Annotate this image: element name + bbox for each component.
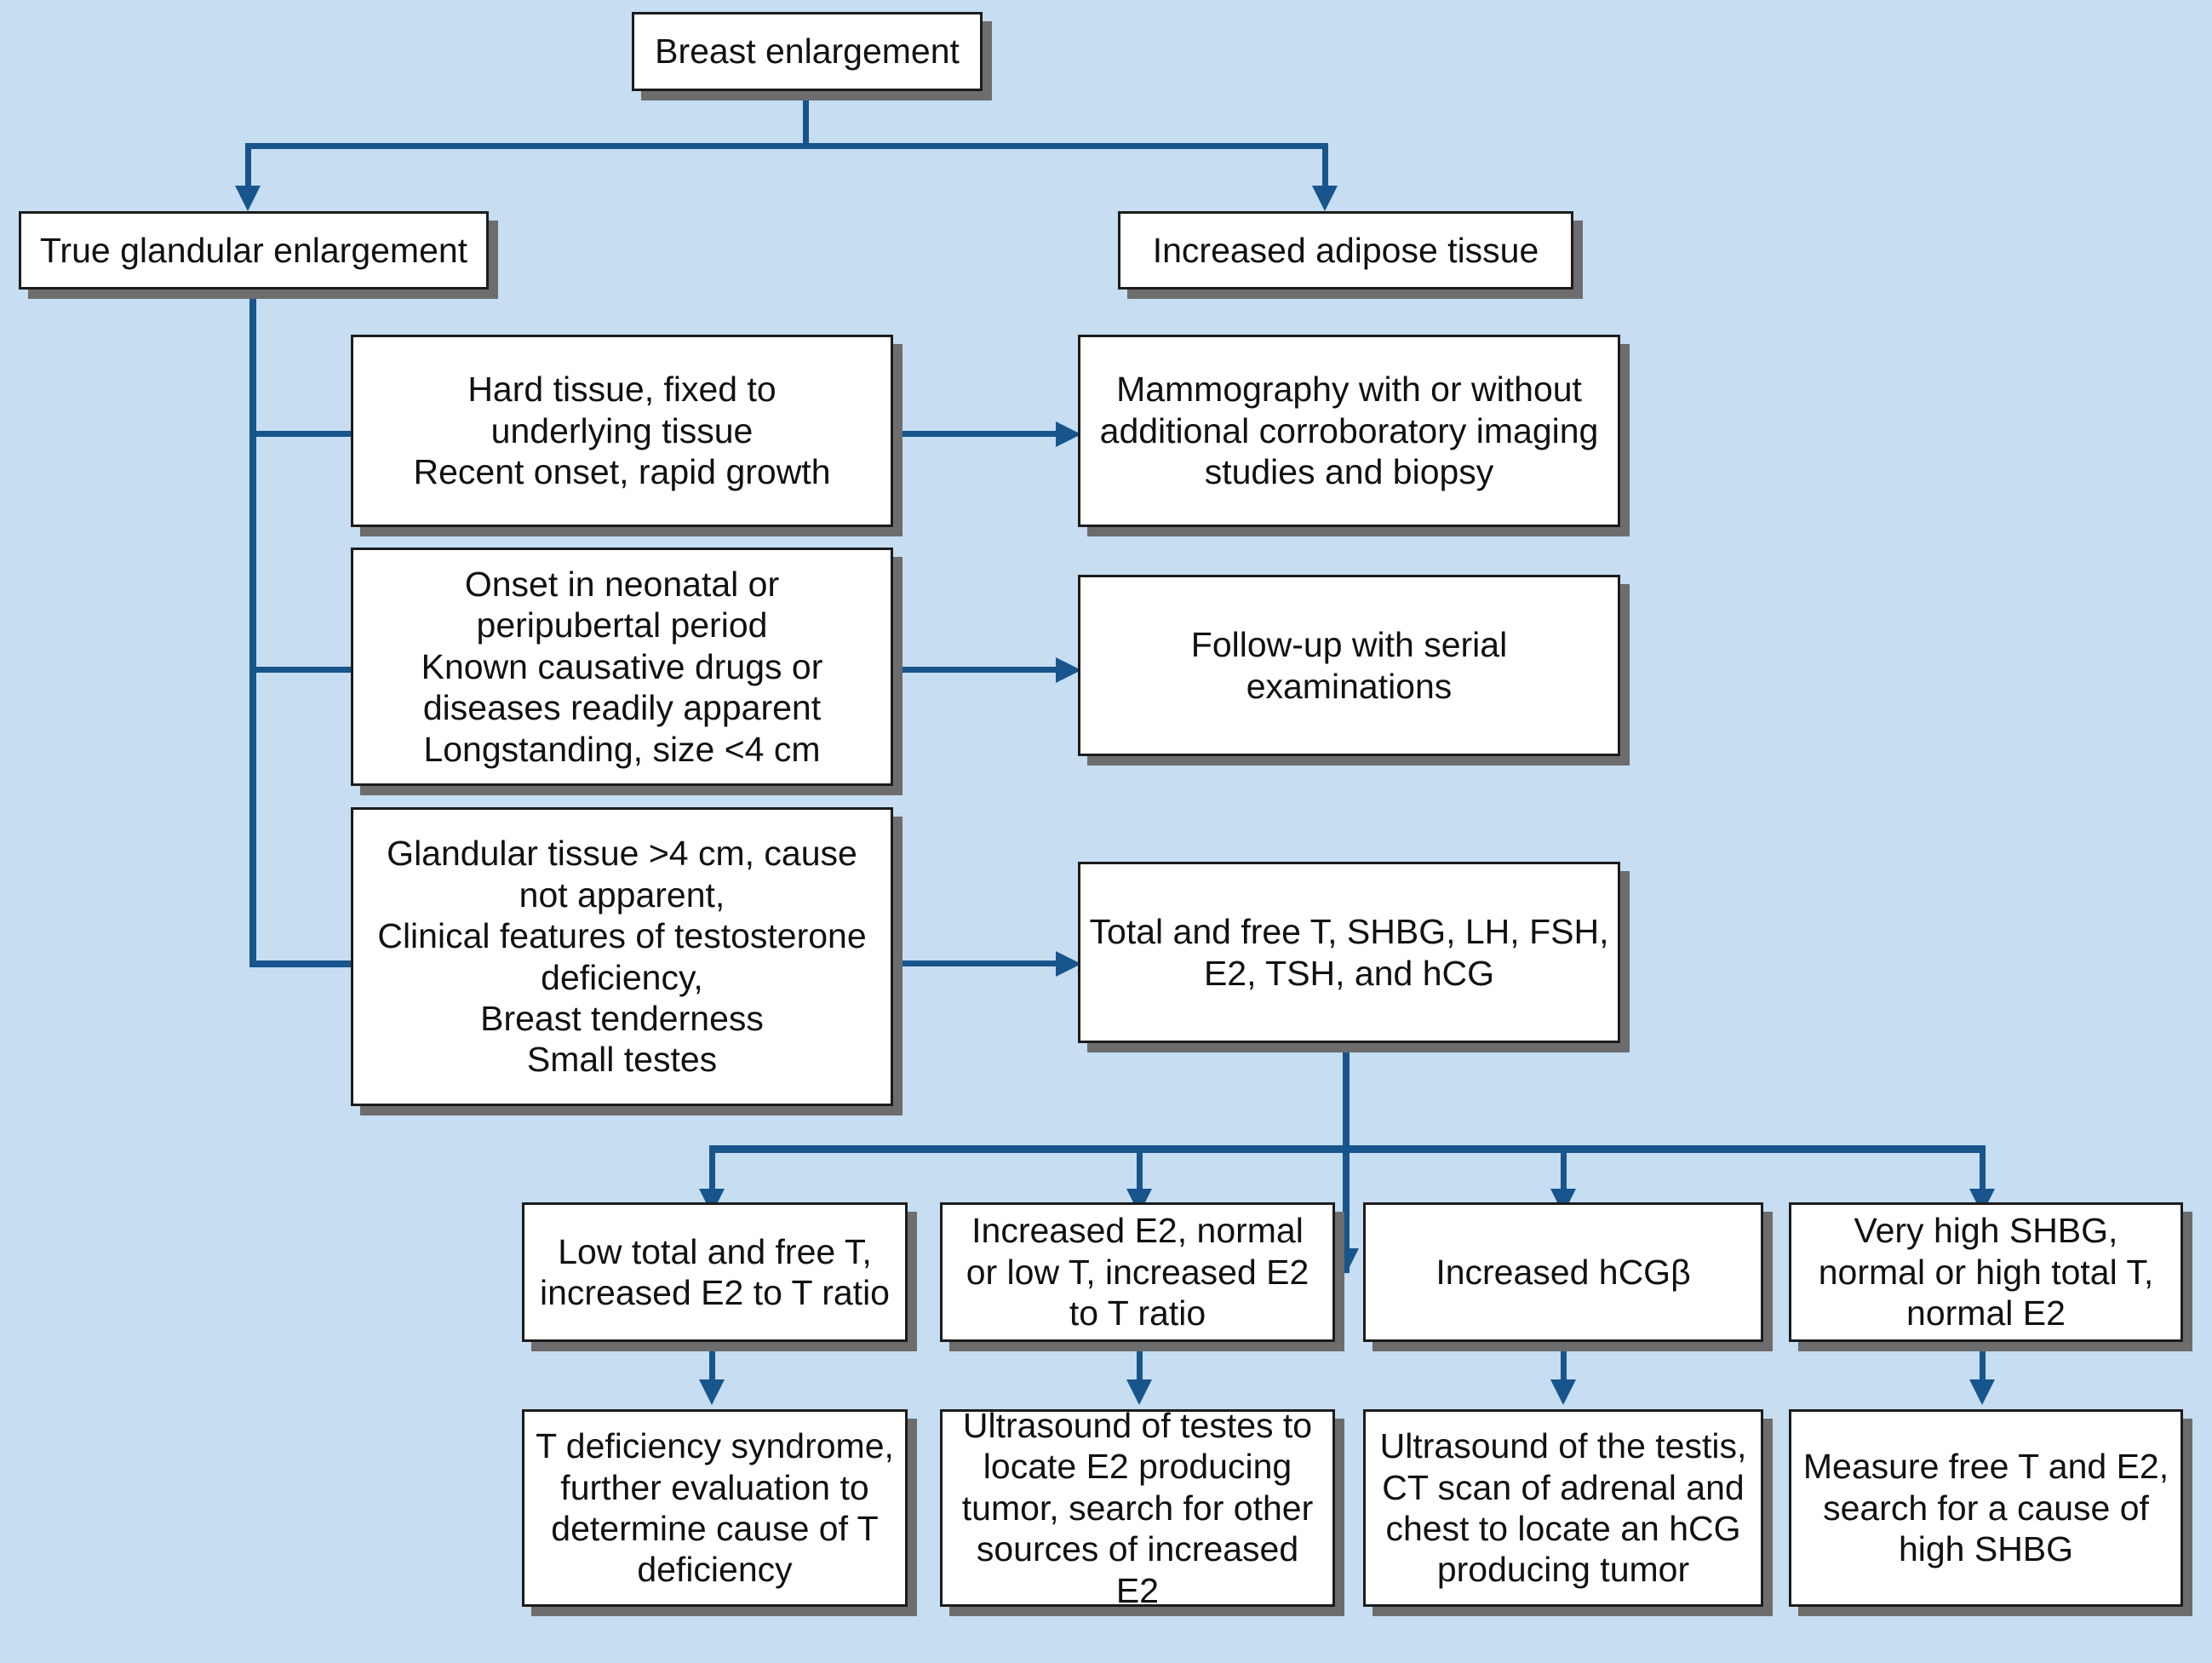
arrowhead-outcome-2 <box>1126 1379 1152 1405</box>
connector-drop-result-1 <box>709 1145 715 1200</box>
connector-hardtissue-to-mammography <box>892 431 1073 437</box>
node-result-increased-hcgb-label: Increased hCGβ <box>1436 1252 1691 1292</box>
node-action-mammography-label: Mammography with or without additional c… <box>1099 370 1599 492</box>
node-outcome-t-deficiency-label: T deficiency syndrome, further evaluatio… <box>536 1426 894 1590</box>
node-outcome-ultrasound-testes-label: Ultrasound of testes to locate E2 produc… <box>961 1406 1314 1610</box>
arrowhead-outcome-1 <box>699 1379 725 1405</box>
node-increased-adipose-label: Increased adipose tissue <box>1152 230 1539 270</box>
node-result-increased-e2[interactable]: Increased E2, normal or low T, increased… <box>940 1202 1335 1342</box>
node-criteria-hard-tissue-label: Hard tissue, fixed to underlying tissue … <box>413 370 831 492</box>
node-result-very-high-shbg-label: Very high SHBG, normal or high total T, … <box>1818 1211 2154 1333</box>
connector-level1-bar <box>245 143 1328 149</box>
connector-onset-to-followup <box>892 667 1073 673</box>
connector-branch-glandular4cm <box>249 961 354 967</box>
node-action-labs[interactable]: Total and free T, SHBG, LH, FSH, E2, TSH… <box>1078 862 1620 1043</box>
node-increased-adipose-tissue[interactable]: Increased adipose tissue <box>1118 211 1573 290</box>
connector-root-stem <box>803 91 809 147</box>
node-outcome-measure-free-t[interactable]: Measure free T and E2, search for a caus… <box>1789 1409 2183 1607</box>
connector-glandular4cm-to-labs <box>892 961 1073 966</box>
connector-to-increased-adipose <box>1322 143 1328 201</box>
connector-to-true-glandular <box>245 143 251 201</box>
node-action-followup-label: Follow-up with serial examinations <box>1190 625 1508 706</box>
arrowhead-to-increased-adipose <box>1312 186 1338 211</box>
node-criteria-glandular-4cm[interactable]: Glandular tissue >4 cm, cause not appare… <box>351 807 893 1106</box>
node-action-followup[interactable]: Follow-up with serial examinations <box>1078 575 1620 756</box>
node-result-increased-e2-label: Increased E2, normal or low T, increased… <box>966 1211 1309 1333</box>
node-outcome-ultrasound-testis-ct[interactable]: Ultrasound of the testis, CT scan of adr… <box>1363 1409 1763 1607</box>
connector-drop-result-3 <box>1561 1145 1567 1200</box>
node-action-mammography[interactable]: Mammography with or without additional c… <box>1078 335 1620 527</box>
node-true-glandular-enlargement[interactable]: True glandular enlargement <box>19 211 489 290</box>
connector-drop-result-2 <box>1137 1145 1143 1200</box>
arrowhead-to-followup <box>1056 657 1081 683</box>
node-outcome-ultrasound-testis-ct-label: Ultrasound of the testis, CT scan of adr… <box>1379 1426 1747 1590</box>
node-outcome-ultrasound-testes[interactable]: Ultrasound of testes to locate E2 produc… <box>940 1406 1335 1610</box>
node-criteria-glandular-4cm-label: Glandular tissue >4 cm, cause not appare… <box>377 834 867 1080</box>
connector-drop-result-4 <box>1980 1145 1986 1200</box>
node-result-increased-hcgb[interactable]: Increased hCGβ <box>1363 1202 1763 1342</box>
node-action-labs-label: Total and free T, SHBG, LH, FSH, E2, TSH… <box>1089 912 1609 993</box>
connector-glandular-trunk <box>249 290 256 966</box>
node-root-label: Breast enlargement <box>655 32 960 72</box>
connector-result2-to-outcome2 <box>1137 1342 1143 1393</box>
connector-result4-to-outcome4 <box>1980 1342 1986 1393</box>
connector-labs-stem <box>1343 1043 1350 1273</box>
arrowhead-outcome-3 <box>1550 1379 1576 1405</box>
arrowhead-to-true-glandular <box>235 186 261 211</box>
node-outcome-measure-free-t-label: Measure free T and E2, search for a caus… <box>1802 1447 2169 1569</box>
node-criteria-onset[interactable]: Onset in neonatal or peripubertal period… <box>351 548 893 786</box>
node-result-low-t-label: Low total and free T, increased E2 to T … <box>539 1231 890 1312</box>
connector-branch-onset <box>249 667 354 673</box>
node-outcome-t-deficiency[interactable]: T deficiency syndrome, further evaluatio… <box>522 1409 908 1607</box>
arrowhead-labs-stem <box>1333 1248 1359 1274</box>
node-criteria-hard-tissue[interactable]: Hard tissue, fixed to underlying tissue … <box>351 335 893 527</box>
connector-branch-hard-tissue <box>249 431 354 437</box>
arrowhead-outcome-4 <box>1969 1379 1995 1405</box>
connector-result1-to-outcome1 <box>709 1342 715 1393</box>
connector-result3-to-outcome3 <box>1561 1342 1567 1393</box>
node-result-very-high-shbg[interactable]: Very high SHBG, normal or high total T, … <box>1789 1202 2183 1342</box>
node-result-low-t[interactable]: Low total and free T, increased E2 to T … <box>522 1202 908 1342</box>
arrowhead-to-mammography <box>1056 421 1081 447</box>
node-root-breast-enlargement[interactable]: Breast enlargement <box>632 12 983 91</box>
node-true-glandular-label: True glandular enlargement <box>39 230 468 270</box>
arrowhead-to-labs <box>1056 951 1081 977</box>
node-criteria-onset-label: Onset in neonatal or peripubertal period… <box>421 565 823 769</box>
connector-4way-bar <box>709 1145 1986 1153</box>
